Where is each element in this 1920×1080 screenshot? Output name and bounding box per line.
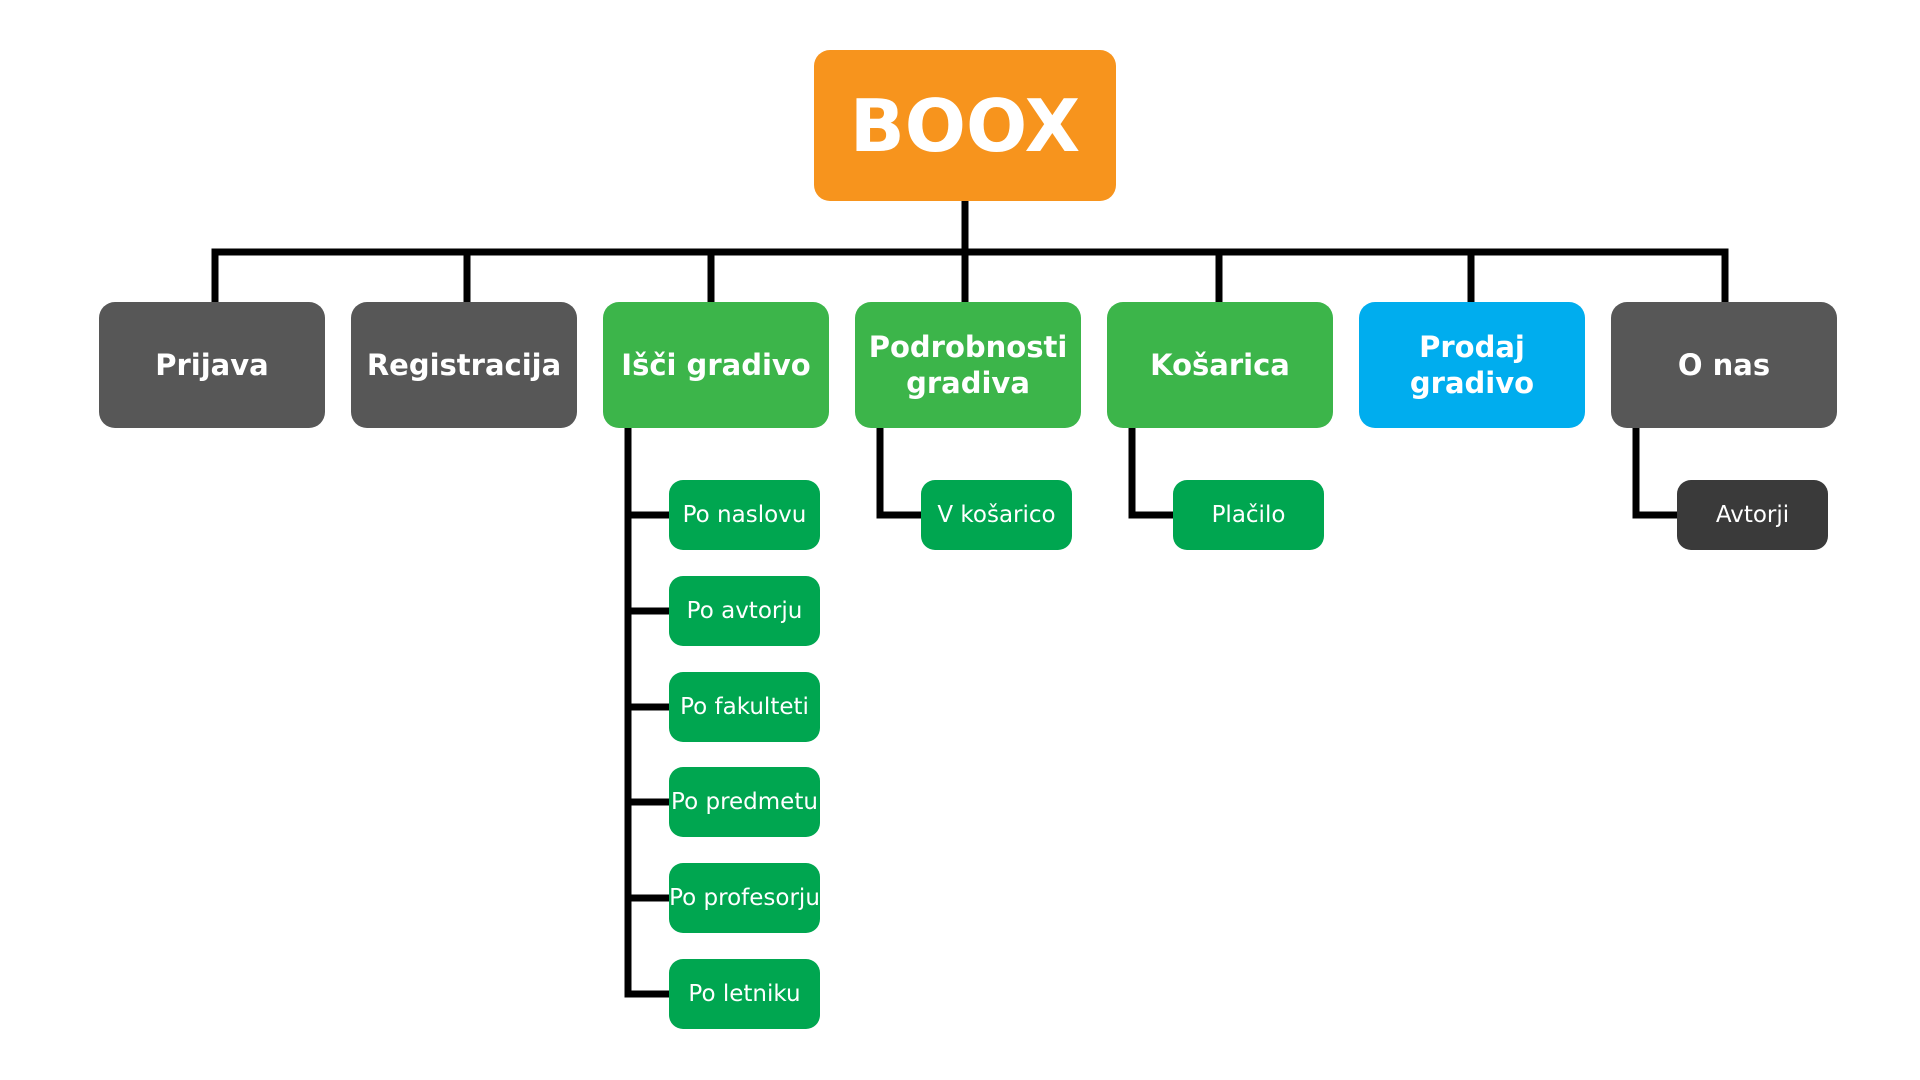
subnode-po-naslovu: Po naslovu: [669, 480, 820, 550]
root-node-boox: BOOX: [814, 50, 1116, 201]
subnode-po-avtorju: Po avtorju: [669, 576, 820, 646]
node-kosarica: Košarica: [1107, 302, 1333, 428]
subnode-v-kosarico: V košarico: [921, 480, 1072, 550]
subnode-po-fakulteti: Po fakulteti: [669, 672, 820, 742]
subnode-po-profesorju: Po profesorju: [669, 863, 820, 933]
node-isci-gradivo: Išči gradivo: [603, 302, 829, 428]
subnode-avtorji: Avtorji: [1677, 480, 1828, 550]
subnode-placilo: Plačilo: [1173, 480, 1324, 550]
node-registracija: Registracija: [351, 302, 577, 428]
node-prijava: Prijava: [99, 302, 325, 428]
node-podrobnosti-gradiva: Podrobnosti gradiva: [855, 302, 1081, 428]
subnode-po-letniku: Po letniku: [669, 959, 820, 1029]
node-o-nas: O nas: [1611, 302, 1837, 428]
node-prodaj-gradivo: Prodaj gradivo: [1359, 302, 1585, 428]
subnode-po-predmetu: Po predmetu: [669, 767, 820, 837]
